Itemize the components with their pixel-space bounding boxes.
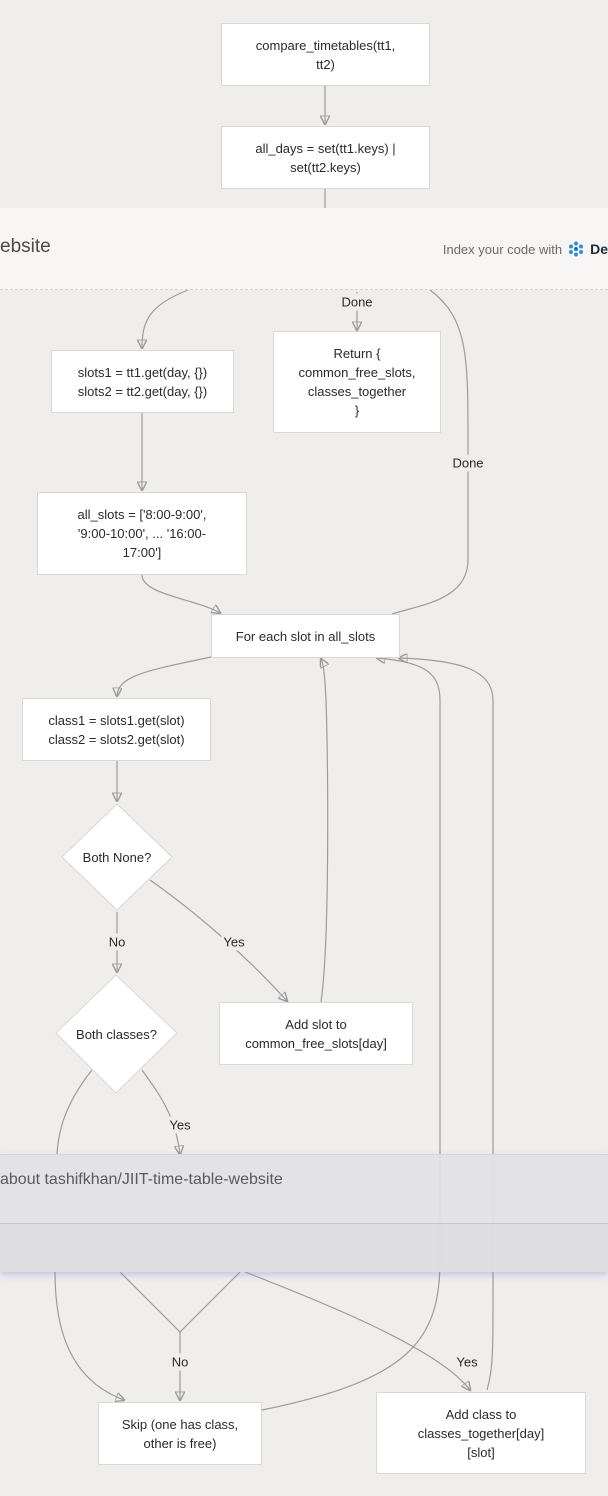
edge-lower-yes — [244, 1271, 470, 1390]
edge-label-yes-1: Yes — [221, 933, 247, 951]
edge-bothclasses-left — [56, 1069, 93, 1155]
diamond-both-none-label: Both None? — [82, 849, 152, 865]
edge-label-yes-3: Yes — [454, 1353, 480, 1371]
ask-input-area[interactable] — [0, 1224, 608, 1272]
edge-label-done-return: Done — [339, 293, 375, 311]
page-header-bar: ebsite Index your code with De — [0, 208, 608, 290]
node-for-each-slot: For each slot in all_slots — [211, 614, 400, 658]
edge-label-done-right: Done — [450, 454, 486, 472]
diamond-both-none — [61, 803, 173, 911]
edge-skip-foreach — [261, 658, 441, 1411]
index-code-link[interactable]: Index your code with De — [443, 241, 608, 257]
ask-question-panel: about tashifkhan/JIIT-time-table-website — [0, 1154, 608, 1272]
node-slots-get: slots1 = tt1.get(day, {}) slots2 = tt2.g… — [51, 350, 234, 413]
node-return: Return { common_free_slots, classes_toge… — [273, 331, 441, 433]
deepwiki-logo-icon — [569, 241, 584, 257]
node-class-get: class1 = slots1.get(slot) class2 = slots… — [22, 698, 211, 761]
node-all-slots: all_slots = ['8:00-9:00', '9:00-10:00', … — [37, 492, 247, 575]
node-all-days: all_days = set(tt1.keys) | set(tt2.keys) — [221, 126, 430, 189]
node-skip: Skip (one has class, other is free) — [98, 1402, 262, 1465]
edge-allslots-foreach — [141, 574, 220, 613]
edge-bothclasses-yes — [141, 1069, 180, 1154]
index-code-text: Index your code with — [442, 241, 563, 257]
ask-divider — [0, 1223, 608, 1224]
diamond-both-classes — [55, 974, 178, 1094]
edge-left-to-skip — [54, 1271, 124, 1400]
edge-addclass-foreach — [399, 658, 494, 1391]
edge-label-yes-2: Yes — [167, 1116, 193, 1134]
node-add-class-together: Add class to classes_together[day] [slot… — [376, 1392, 586, 1474]
edge-label-no-2: No — [169, 1353, 191, 1371]
brand-name: De — [590, 241, 608, 257]
ask-question-text[interactable]: about tashifkhan/JIIT-time-table-website — [0, 1171, 283, 1188]
edge-to-slots — [142, 289, 189, 348]
node-compare-timetables: compare_timetables(tt1, tt2) — [221, 23, 430, 86]
diamond-both-classes-label: Both classes? — [76, 1026, 157, 1042]
node-add-free-slot: Add slot to common_free_slots[day] — [219, 1002, 413, 1065]
edge-foreach-classget — [117, 656, 212, 696]
edge-addfree-foreach — [321, 659, 328, 1003]
edge-label-no-1: No — [106, 933, 128, 951]
lower-diamond-shape — [119, 1271, 241, 1333]
repo-title[interactable]: ebsite — [0, 236, 51, 257]
